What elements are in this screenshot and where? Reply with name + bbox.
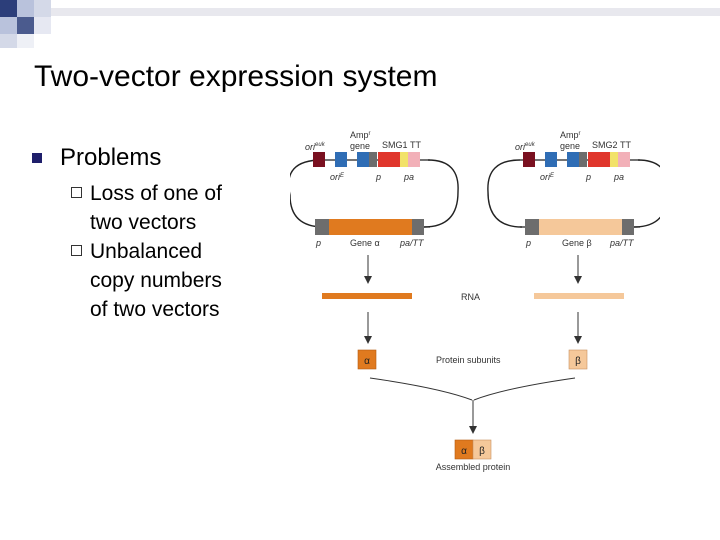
beta-subunit-box (568, 349, 588, 370)
sub-bullet-line: copy numbers (90, 269, 222, 292)
tt-label: TT (620, 140, 631, 150)
gene-promoter-element (525, 219, 539, 235)
tt-element (408, 152, 420, 167)
sub-bullet-line: Unbalanced (90, 240, 203, 263)
ori-e-element (335, 152, 347, 167)
pa-element (400, 152, 408, 167)
pa-element (610, 152, 618, 167)
vector-2: orieuk Ampr gene SMG2 TT oriE p pa p Gen… (487, 130, 660, 248)
promoter-label: p (585, 172, 591, 182)
tt-element (618, 152, 630, 167)
pa-label: pa (403, 172, 414, 182)
plasmid-loop-right (633, 159, 660, 228)
ori-euk-element (523, 152, 535, 167)
two-vector-diagram: orieuk Ampr gene SMG1 TT oriE p pa p Gen… (290, 130, 660, 472)
gene-alpha-label: Gene α (350, 238, 380, 248)
pa-tt-label: pa/TT (609, 238, 635, 248)
gene-promoter-label: p (525, 238, 531, 248)
plasmid-loop-left (290, 159, 325, 228)
pa-label: pa (613, 172, 624, 182)
tt-label: TT (410, 140, 421, 150)
gene-beta-label: Gene β (562, 238, 592, 248)
smg-label: SMG1 (382, 140, 408, 150)
alpha-subunit-box (357, 349, 377, 370)
amp-label: Ampr (350, 130, 371, 140)
assembled-alpha-label: α (461, 446, 467, 457)
smg1-element (378, 152, 400, 167)
slide-title: Two-vector expression system (34, 60, 438, 93)
ori-e-label: oriE (330, 172, 345, 182)
ori-e-label: oriE (540, 172, 555, 182)
sub-bullet-line: Loss of one of (90, 182, 222, 205)
gene-beta-element (539, 219, 622, 235)
smg-label: SMG2 (592, 140, 618, 150)
sub-bullet-line: two vectors (90, 211, 197, 234)
gene-promoter-element (315, 219, 329, 235)
bullet-list: Problems Loss of one of two vectors Unba… (32, 143, 272, 324)
promoter-element (369, 152, 377, 167)
amp-gene-element (357, 152, 369, 167)
ori-euk-label: orieuk (305, 142, 326, 152)
checkbox-bullet-icon (71, 245, 82, 256)
assembled-beta-box (472, 439, 492, 460)
sub-bullet-list: Loss of one of two vectors Unbalanced co… (32, 179, 272, 324)
pa-tt-label: pa/TT (399, 238, 425, 248)
plasmid-loop-left (487, 159, 523, 228)
converge-line-alpha (369, 377, 473, 401)
amp-gene-element (567, 152, 579, 167)
beta-subunit-label: β (575, 356, 581, 367)
sub-bullet-unbalanced: Unbalanced copy numbers of two vectors (32, 237, 272, 324)
alpha-subunit-label: α (364, 356, 370, 367)
bullet-problems: Problems (32, 143, 272, 173)
gene-promoter-label: p (315, 238, 321, 248)
ori-e-element (545, 152, 557, 167)
vector-1: orieuk Ampr gene SMG1 TT oriE p pa p Gen… (290, 130, 459, 248)
bullet-text: Problems (60, 144, 162, 171)
ori-euk-label: orieuk (515, 142, 536, 152)
protein-subunits-label: Protein subunits (436, 355, 501, 365)
square-bullet-icon (32, 153, 42, 163)
converge-line-beta (473, 377, 576, 401)
smg2-element (588, 152, 610, 167)
ori-euk-element (313, 152, 325, 167)
checkbox-bullet-icon (71, 187, 82, 198)
corner-decoration (0, 0, 720, 48)
sub-bullet-loss: Loss of one of two vectors (32, 179, 272, 237)
sub-bullet-line: of two vectors (90, 298, 220, 321)
plasmid-loop-right (423, 159, 459, 228)
gene-pa-tt-element (412, 219, 424, 235)
assembled-protein-label: Assembled protein (436, 462, 511, 472)
amp-label: Ampr (560, 130, 581, 140)
rna-label: RNA (461, 292, 480, 302)
promoter-label: p (375, 172, 381, 182)
amp-gene-label: gene (350, 141, 370, 151)
promoter-element (579, 152, 587, 167)
rna-alpha-bar (322, 293, 412, 299)
rna-beta-bar (534, 293, 624, 299)
gene-pa-tt-element (622, 219, 634, 235)
amp-gene-label: gene (560, 141, 580, 151)
gene-alpha-element (329, 219, 412, 235)
assembled-beta-label: β (479, 446, 485, 457)
